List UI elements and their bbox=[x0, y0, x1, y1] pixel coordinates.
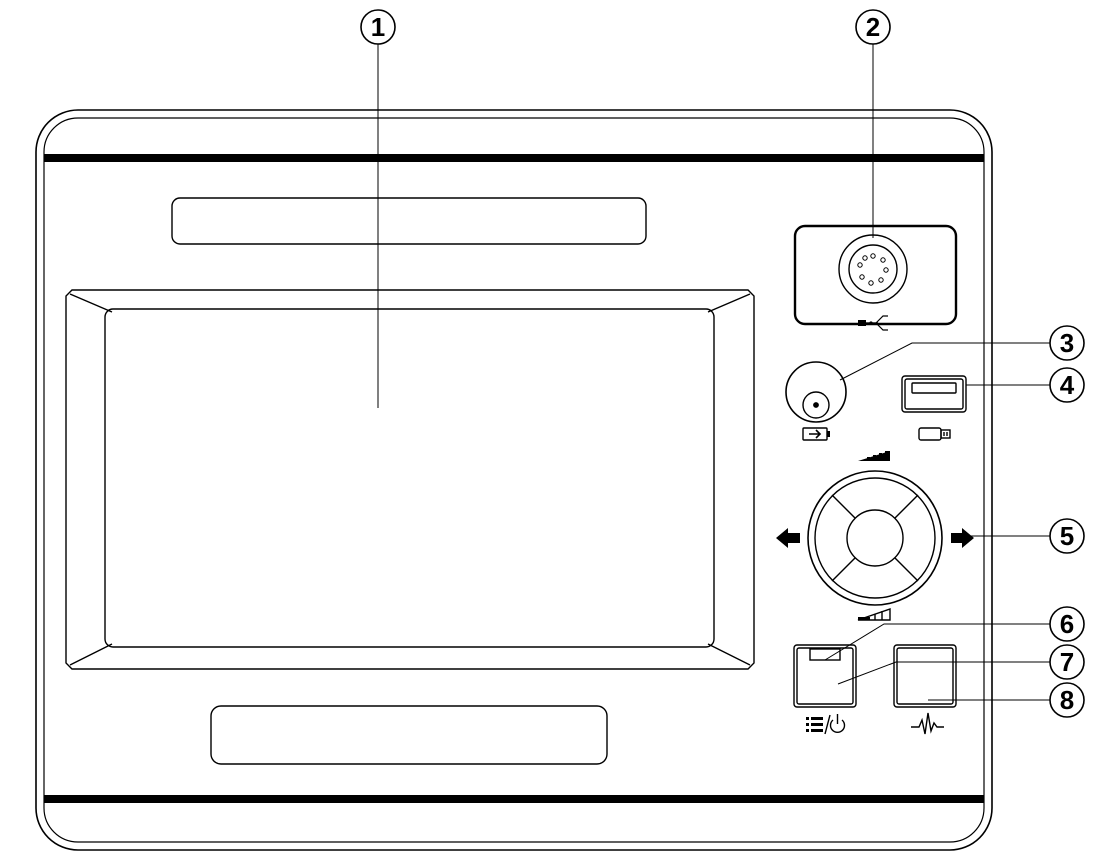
callout-2: 2 bbox=[855, 9, 891, 45]
arrow-right-icon[interactable] bbox=[951, 528, 974, 548]
display-bezel bbox=[65, 289, 755, 670]
waveform-icon bbox=[911, 712, 944, 735]
usb-port[interactable] bbox=[901, 375, 967, 441]
device-housing bbox=[35, 109, 993, 851]
dc-power-jack[interactable] bbox=[785, 361, 847, 441]
waveform-button[interactable] bbox=[893, 644, 957, 735]
callout-8-label: 8 bbox=[1060, 685, 1074, 715]
usb-stick-icon bbox=[918, 427, 951, 441]
callout-1: 1 bbox=[360, 9, 396, 45]
battery-charge-icon bbox=[802, 427, 830, 441]
top-band bbox=[44, 154, 984, 162]
probe-connector[interactable] bbox=[793, 224, 958, 331]
callout-3-label: 3 bbox=[1060, 328, 1074, 358]
lower-label-slot bbox=[210, 705, 608, 765]
callout-5: 5 bbox=[1049, 518, 1085, 554]
menu-power-indicator bbox=[809, 648, 841, 661]
callout-markers: 1 2 3 4 5 6 7 8 bbox=[360, 9, 1085, 718]
volume-up-icon bbox=[858, 451, 890, 461]
callout-4: 4 bbox=[1049, 367, 1085, 403]
callout-5-label: 5 bbox=[1060, 521, 1074, 551]
probe-usb-icon bbox=[858, 315, 888, 331]
callout-8: 8 bbox=[1049, 682, 1085, 718]
callout-7: 7 bbox=[1049, 644, 1085, 680]
menu-power-button[interactable] bbox=[793, 644, 857, 735]
leader-lines bbox=[377, 44, 1050, 701]
arrow-left-icon[interactable] bbox=[776, 528, 800, 548]
navigation-dial[interactable] bbox=[776, 451, 974, 621]
bottom-band bbox=[44, 795, 984, 803]
dial-center-button[interactable] bbox=[846, 509, 904, 567]
menu-power-icon bbox=[806, 714, 846, 735]
callout-1-label: 1 bbox=[371, 12, 385, 42]
callout-4-label: 4 bbox=[1060, 370, 1075, 400]
callout-6-label: 6 bbox=[1060, 609, 1074, 639]
callout-2-label: 2 bbox=[866, 12, 880, 42]
volume-down-icon bbox=[857, 608, 891, 621]
display-screen bbox=[104, 308, 715, 648]
connector-pins bbox=[857, 253, 889, 286]
callout-7-label: 7 bbox=[1060, 647, 1074, 677]
upper-label-slot bbox=[171, 197, 647, 245]
callout-6: 6 bbox=[1049, 606, 1085, 642]
callout-3: 3 bbox=[1049, 325, 1085, 361]
